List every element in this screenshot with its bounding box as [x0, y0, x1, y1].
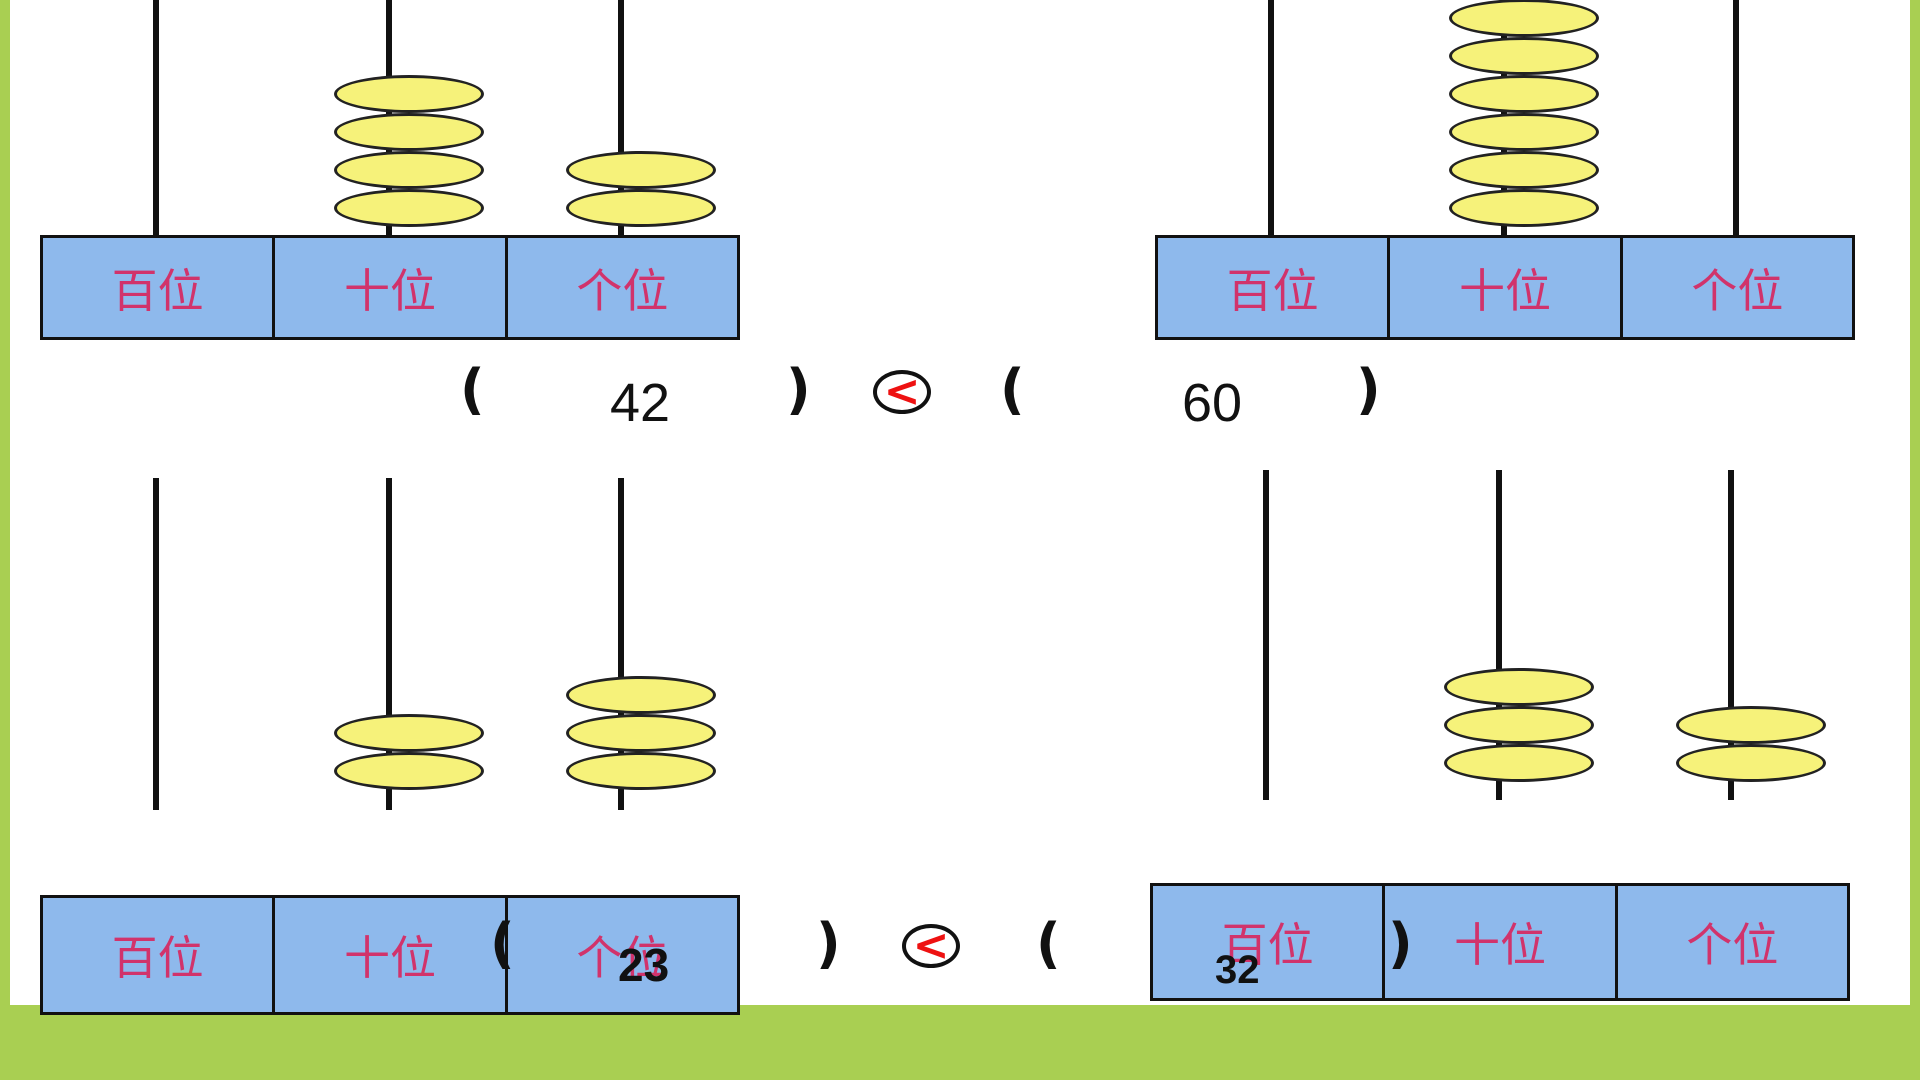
tens-bead: [334, 75, 484, 113]
hundreds-label: 百位: [1158, 238, 1388, 337]
hundreds-label: 百位: [43, 898, 273, 1012]
tens-label: 十位: [1385, 886, 1615, 998]
ones-rod: [618, 478, 624, 810]
ones-bead: [1676, 744, 1826, 782]
tens-label: 十位: [1390, 238, 1620, 337]
ones-bead: [1676, 706, 1826, 744]
place-value-base: 百位 十位 个位: [40, 235, 740, 340]
left-paren: (: [490, 912, 515, 975]
ones-bead: [566, 676, 716, 714]
ones-bead: [566, 714, 716, 752]
tens-bead: [1444, 706, 1594, 744]
tens-bead: [1449, 0, 1599, 37]
right-paren: ): [816, 912, 841, 975]
hundreds-rod: [153, 0, 159, 235]
ones-rod: [618, 0, 624, 235]
left-paren: (: [460, 358, 485, 421]
tens-rod: [1496, 470, 1502, 800]
tens-rod: [386, 478, 392, 810]
left-paren: (: [1000, 358, 1025, 421]
hundreds-label: 百位: [1153, 886, 1383, 998]
ones-label: 个位: [1622, 238, 1852, 337]
ones-label: 个位: [507, 898, 737, 1012]
ones-bead: [566, 189, 716, 227]
ones-label: 个位: [507, 238, 737, 337]
left-paren: (: [1036, 912, 1061, 975]
tens-bead: [1449, 37, 1599, 75]
place-value-base: 百位 十位 个位: [1155, 235, 1855, 340]
tens-label: 十位: [275, 238, 505, 337]
tens-bead: [1449, 75, 1599, 113]
tens-bead: [1444, 668, 1594, 706]
place-value-base: 百位 十位 个位: [1150, 883, 1850, 1001]
operator-symbol: <: [883, 366, 921, 417]
answer-32: 32: [1215, 948, 1260, 992]
ones-label: 个位: [1617, 886, 1847, 998]
tens-bead: [1449, 189, 1599, 227]
ones-rod: [1733, 0, 1739, 235]
tens-bead: [334, 151, 484, 189]
right-paren: ): [786, 358, 811, 421]
comparison-operator: <: [873, 370, 931, 414]
worksheet-slide: 百位 十位 个位 百位 十位 个位 ( 42 ) < ( 60 ): [10, 0, 1910, 1015]
right-paren: ): [1356, 358, 1381, 421]
abacus-60: 百位 十位 个位: [1155, 0, 1865, 340]
ones-rod: [1728, 470, 1734, 800]
tens-bead: [1449, 151, 1599, 189]
hundreds-rod: [153, 478, 159, 810]
ones-bead: [566, 752, 716, 790]
hundreds-rod: [1268, 0, 1274, 235]
comparison-operator: <: [902, 924, 960, 968]
right-paren: ): [1388, 912, 1413, 975]
abacus-23: 百位 十位 个位: [40, 478, 750, 1015]
abacus-42: 百位 十位 个位: [40, 0, 750, 340]
tens-bead: [334, 714, 484, 752]
answer-42: 42: [610, 373, 671, 433]
ones-bead: [566, 151, 716, 189]
operator-symbol: <: [912, 920, 950, 971]
answer-60: 60: [1182, 373, 1243, 433]
tens-bead: [334, 189, 484, 227]
place-value-base: 百位 十位 个位: [40, 895, 740, 1015]
answer-23: 23: [618, 939, 670, 991]
hundreds-rod: [1263, 470, 1269, 800]
abacus-32: 百位 十位 个位: [1150, 470, 1860, 1001]
tens-bead: [1449, 113, 1599, 151]
tens-bead: [334, 113, 484, 151]
hundreds-label: 百位: [43, 238, 273, 337]
tens-bead: [334, 752, 484, 790]
tens-bead: [1444, 744, 1594, 782]
tens-label: 十位: [275, 898, 505, 1012]
